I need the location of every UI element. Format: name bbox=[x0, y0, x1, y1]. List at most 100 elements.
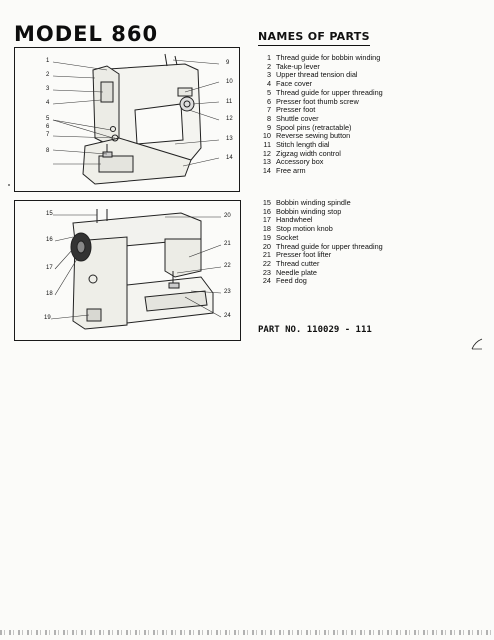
part-number-label: 13 bbox=[262, 157, 271, 167]
parts-list-rear: 15 Bobbin winding spindle 16 Bobbin winding… bbox=[258, 198, 383, 286]
part-name: Thread guide for upper threading bbox=[276, 87, 383, 97]
callout-label: 1 bbox=[46, 58, 50, 64]
part-name: Needle plate bbox=[276, 267, 317, 277]
part-number-label: 20 bbox=[262, 241, 271, 251]
callout-label: 15 bbox=[46, 211, 53, 217]
part-name: Upper thread tension dial bbox=[276, 70, 358, 80]
callout-label: 13 bbox=[226, 136, 233, 142]
part-name: Thread cutter bbox=[276, 258, 320, 268]
scan-edge-artifact bbox=[0, 630, 494, 635]
part-list-item: 7 Presser foot bbox=[258, 105, 383, 115]
part-name: Take-up lever bbox=[276, 61, 320, 71]
machine-rear-illustration bbox=[50, 209, 222, 330]
part-number-label: 9 bbox=[266, 122, 271, 132]
part-number-label: 4 bbox=[266, 79, 271, 89]
part-number: PART NO. 110029 - 111 bbox=[258, 325, 372, 335]
part-number-label: 7 bbox=[266, 105, 271, 115]
part-list-item: 6 Presser foot thumb screw bbox=[258, 96, 383, 107]
part-number-label: 3 bbox=[266, 70, 271, 80]
part-number-label: 18 bbox=[262, 224, 271, 234]
section-title: NAMES OF PARTS bbox=[258, 30, 370, 46]
callout-label: 11 bbox=[226, 99, 233, 105]
part-list-item: 12 Zigzag width control bbox=[258, 148, 383, 159]
part-list-item: 11 Stitch length dial bbox=[258, 140, 383, 150]
part-name: Bobbin winding spindle bbox=[276, 198, 351, 207]
part-list-item: 15 Bobbin winding spindle bbox=[258, 198, 383, 208]
part-list-item: 18 Stop motion knob bbox=[258, 224, 383, 234]
part-name: Accessory box bbox=[276, 157, 324, 167]
part-number-label: 10 bbox=[262, 131, 271, 141]
part-number-label: 17 bbox=[262, 215, 271, 225]
diagram-rear-view bbox=[14, 200, 241, 341]
callout-label: 24 bbox=[224, 313, 231, 319]
part-list-item: 10 Reverse sewing button bbox=[258, 131, 383, 141]
callout-label: 4 bbox=[46, 100, 50, 106]
part-name: Feed dog bbox=[276, 276, 307, 286]
part-number-label: 12 bbox=[262, 148, 271, 158]
callout-label: 20 bbox=[224, 213, 231, 219]
part-name: Presser foot thumb screw bbox=[276, 96, 359, 106]
callout-label: 6 bbox=[46, 124, 50, 130]
part-list-item: 24 Feed dog bbox=[258, 276, 383, 286]
part-list-item: 23 Needle plate bbox=[258, 267, 383, 278]
part-number-label: 16 bbox=[262, 206, 271, 216]
machine-front-illustration bbox=[52, 53, 220, 185]
part-number-label: 2 bbox=[266, 61, 271, 71]
part-list-item: 9 Spool pins (retractable) bbox=[258, 122, 383, 133]
callout-label: 12 bbox=[226, 116, 233, 122]
part-name: Stop motion knob bbox=[276, 224, 333, 234]
part-number-label: 21 bbox=[262, 250, 271, 260]
part-list-item: 21 Presser foot lifter bbox=[258, 250, 383, 260]
part-number-label: 23 bbox=[262, 267, 271, 277]
document-title: MODEL 860 bbox=[14, 22, 159, 46]
callout-label: 18 bbox=[46, 291, 53, 297]
part-name: Zigzag width control bbox=[276, 148, 341, 158]
part-list-item: 5 Thread guide for upper threading bbox=[258, 87, 383, 98]
callout-label: 8 bbox=[46, 148, 50, 154]
callout-label: 2 bbox=[46, 72, 50, 78]
part-list-item: 8 Shuttle cover bbox=[258, 113, 383, 124]
part-number-label: 1 bbox=[266, 53, 271, 62]
part-number-label: 11 bbox=[263, 140, 271, 150]
part-list-item: 4 Face cover bbox=[258, 79, 383, 89]
corner-mark-icon bbox=[471, 338, 483, 350]
parts-list-front: 1 Thread guide for bobbin winding 2 Take-up… bbox=[258, 53, 383, 176]
part-list-item: 2 Take-up lever bbox=[258, 61, 383, 72]
part-list-item: 13 Accessory box bbox=[258, 158, 383, 167]
part-name: Thread guide for bobbin winding bbox=[276, 53, 381, 62]
part-number-label: 8 bbox=[266, 113, 271, 123]
part-name: Thread guide for upper threading bbox=[276, 241, 383, 251]
part-number-label: 14 bbox=[262, 166, 271, 176]
part-name: Socket bbox=[276, 232, 299, 242]
part-name: Presser foot lifter bbox=[276, 250, 332, 260]
part-list-item: 14 Free arm bbox=[258, 166, 383, 176]
part-name: Stitch length dial bbox=[276, 140, 330, 150]
part-name: Shuttle cover bbox=[276, 113, 319, 123]
callout-label: 3 bbox=[46, 86, 50, 92]
callout-label: 21 bbox=[224, 241, 231, 247]
callout-label: 22 bbox=[224, 263, 231, 269]
scan-speck bbox=[8, 184, 10, 186]
part-name: Bobbin winding stop bbox=[276, 206, 342, 216]
part-number-label: 5 bbox=[266, 87, 271, 97]
callout-label: 5 bbox=[46, 116, 50, 122]
part-list-item: 1 Thread guide for bobbin winding bbox=[258, 53, 383, 63]
part-name: Face cover bbox=[276, 79, 313, 89]
part-name: Free arm bbox=[276, 166, 306, 176]
part-name: Spool pins (retractable) bbox=[276, 122, 352, 132]
part-name: Reverse sewing button bbox=[276, 131, 351, 141]
part-name: Presser foot bbox=[276, 105, 316, 115]
part-list-item: 16 Bobbin winding stop bbox=[258, 206, 383, 217]
part-number-label: 15 bbox=[262, 198, 271, 207]
part-number-label: 24 bbox=[262, 276, 271, 286]
part-list-item: 3 Upper thread tension dial bbox=[258, 71, 383, 80]
callout-label: 9 bbox=[226, 60, 230, 66]
callout-label: 14 bbox=[226, 155, 233, 161]
part-list-item: 20 Thread guide for upper threading bbox=[258, 241, 383, 252]
part-number-label: 6 bbox=[266, 96, 271, 106]
callout-label: 19 bbox=[44, 315, 51, 321]
callout-label: 23 bbox=[224, 289, 231, 295]
